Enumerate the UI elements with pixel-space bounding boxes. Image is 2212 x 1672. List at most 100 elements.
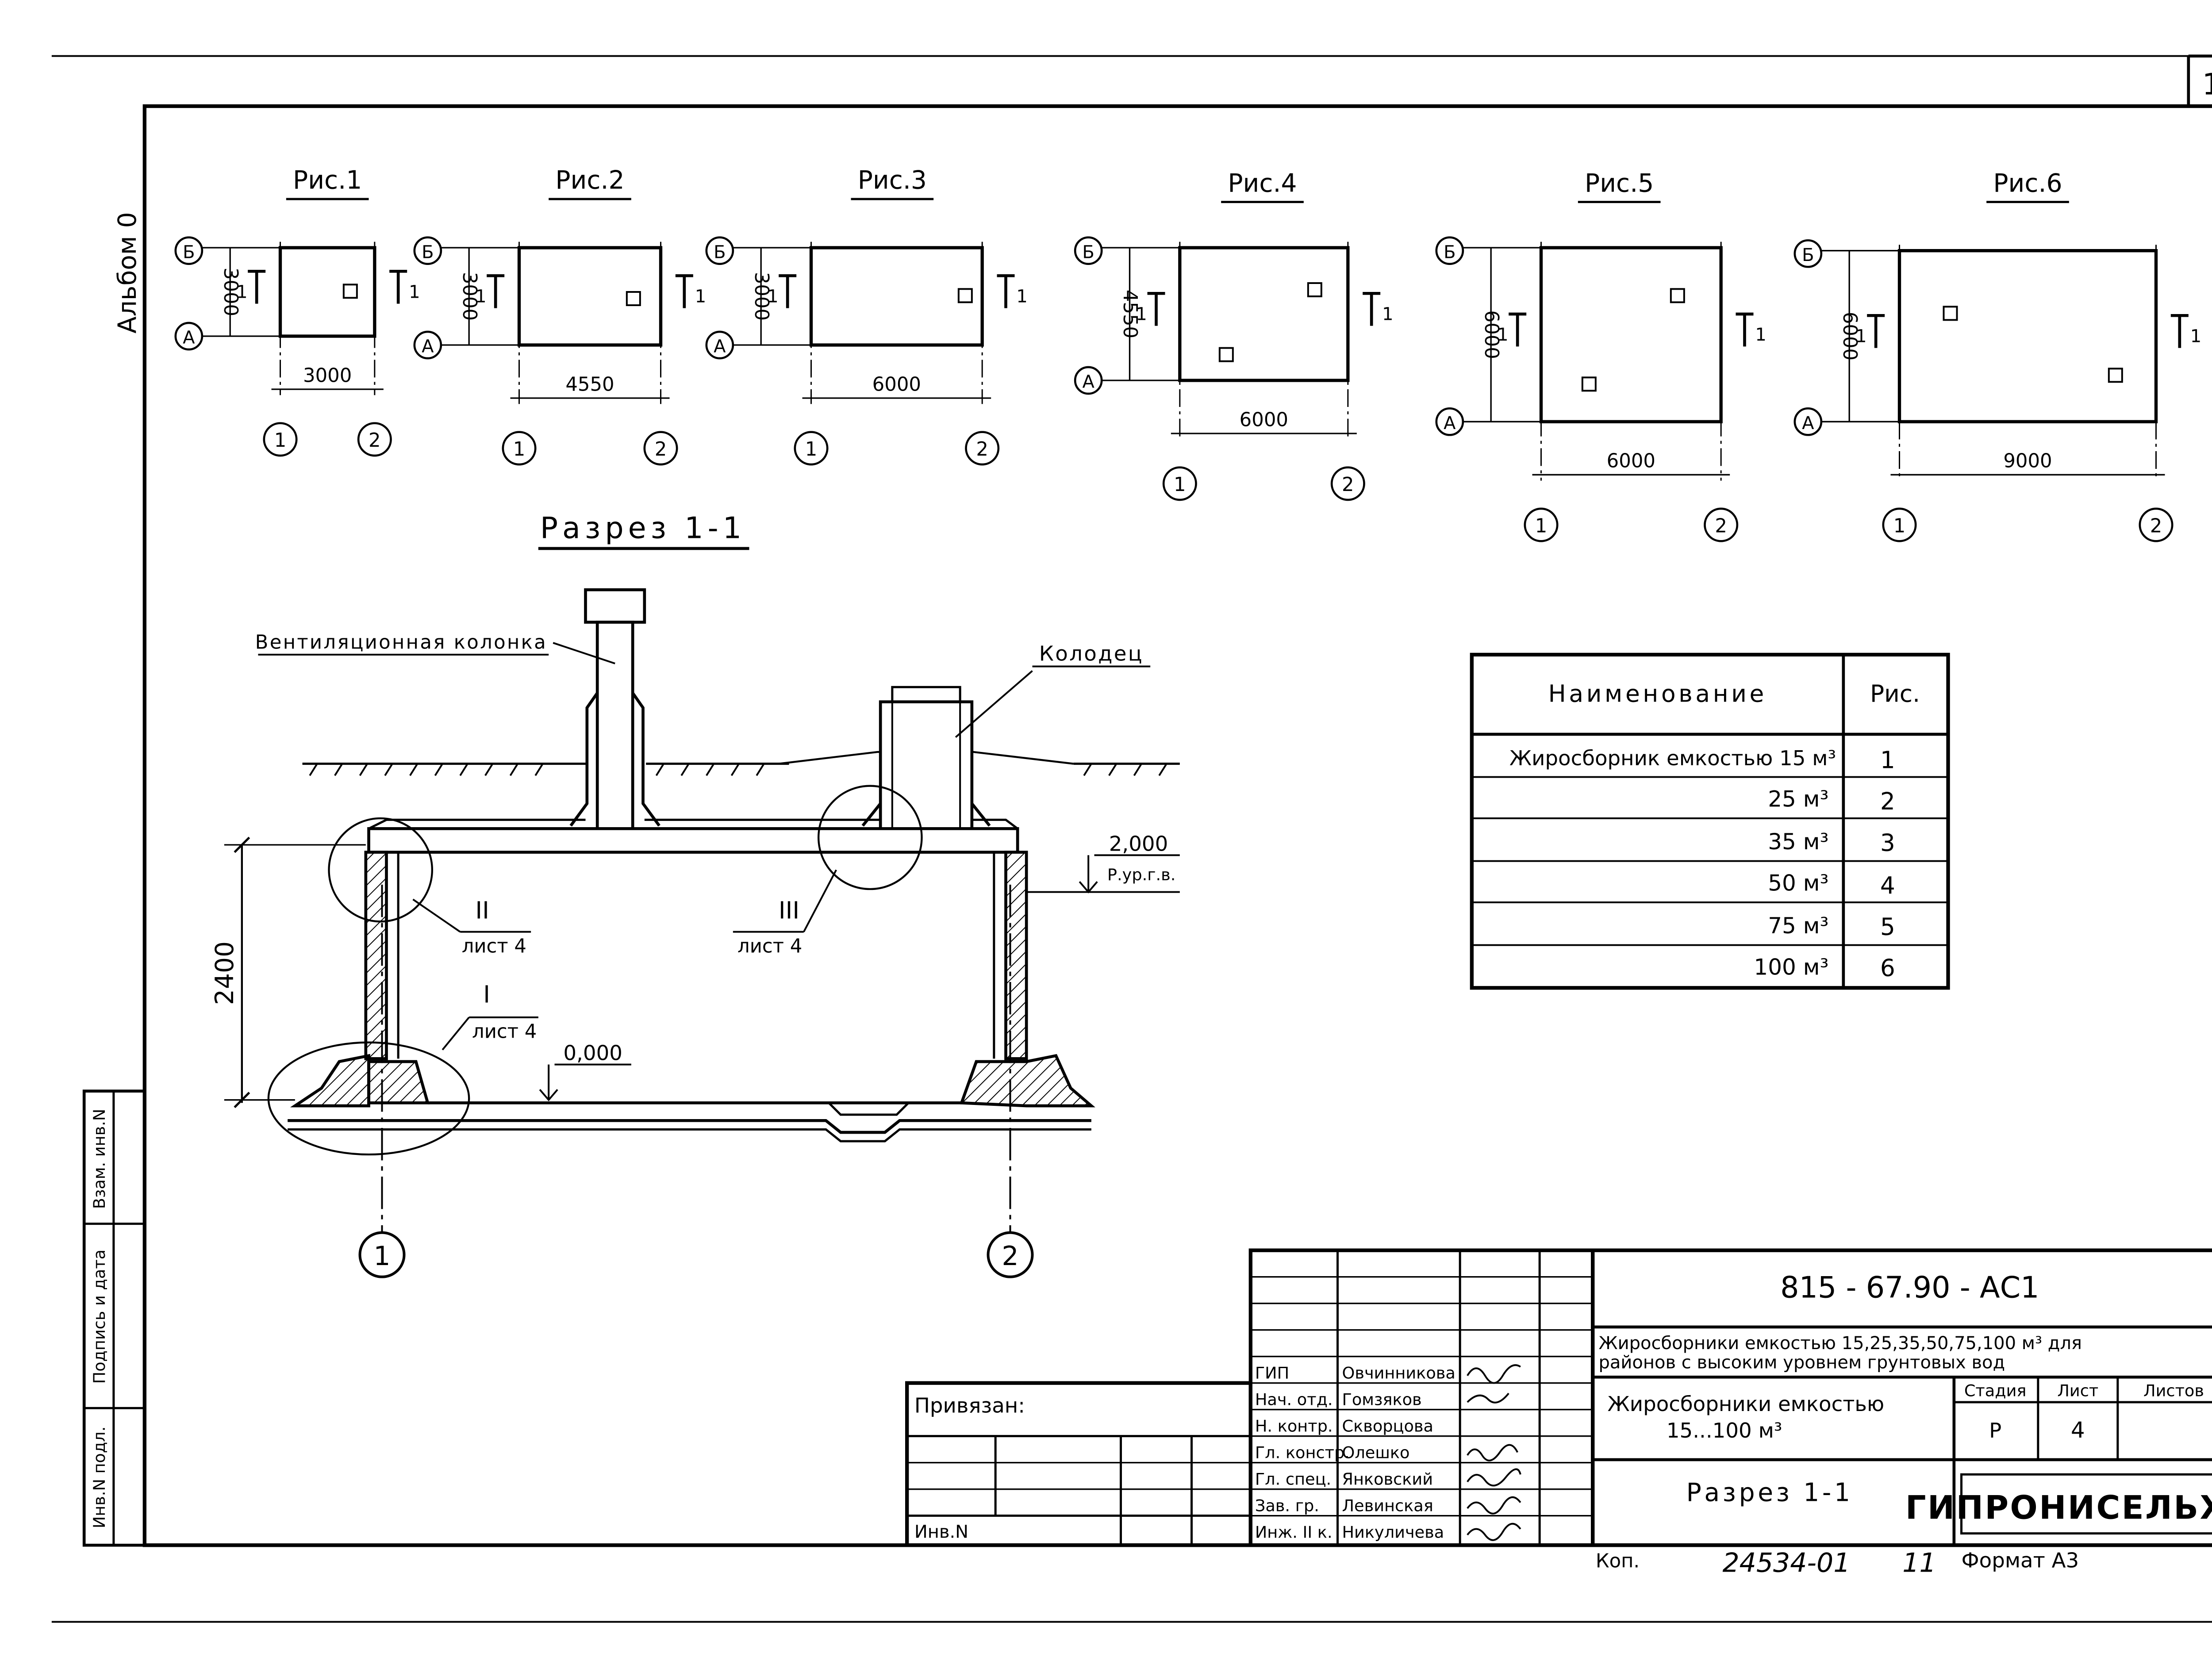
plan-dim-horizontal: 6000 — [872, 373, 921, 395]
row-label: А — [1802, 413, 1814, 433]
row-marker — [705, 330, 734, 360]
row-marker — [1074, 366, 1103, 395]
side-stamp-replace: Взам. инв.N — [90, 1109, 109, 1209]
opening-square — [957, 288, 973, 303]
column-marker — [1524, 507, 1559, 542]
row-marker — [1074, 236, 1103, 265]
plan-outline — [809, 246, 984, 347]
column-label: 1 — [1174, 474, 1186, 496]
column-label: 1 — [1893, 515, 1906, 537]
legend-row-fig: 4 — [1880, 871, 1895, 899]
sign-role: ГИП — [1255, 1364, 1289, 1383]
sign-role: Гл. констр. — [1255, 1443, 1350, 1462]
plan-outline — [1897, 249, 2158, 423]
plan-dim-vertical: 4550 — [1119, 290, 1141, 338]
sign-name: Гомзяков — [1342, 1390, 1422, 1409]
axis-2-label: 2 — [1002, 1241, 1018, 1272]
column-marker — [1882, 507, 1917, 542]
sheets-label: Листов — [2143, 1381, 2204, 1400]
attached-label: Привязан: — [914, 1394, 1025, 1418]
section-mark-label: 1 — [409, 282, 420, 302]
sign-name: Скворцова — [1342, 1417, 1433, 1436]
label-well: Колодец — [1039, 642, 1144, 666]
row-marker — [705, 236, 734, 265]
plan-dim-vertical: 3000 — [458, 272, 480, 321]
row-marker — [413, 330, 442, 360]
axis-1-label: 1 — [373, 1241, 390, 1272]
opening-square — [342, 284, 358, 299]
ground-hatch — [309, 763, 1167, 776]
sheet-value: 4 — [2071, 1417, 2085, 1443]
row-marker — [1435, 407, 1464, 436]
detail-III-sheet: лист 4 — [737, 935, 802, 957]
column-label: 2 — [2150, 515, 2162, 537]
column-label: 1 — [1535, 515, 1548, 537]
column-marker — [643, 431, 678, 466]
sheet-number: 10 — [2202, 67, 2212, 101]
plan-title: Рис.1 — [293, 166, 362, 195]
row-label: Б — [183, 242, 195, 262]
plan-dim-horizontal: 4550 — [565, 373, 614, 395]
column-label: 2 — [369, 430, 381, 452]
section-mark-label: 1 — [1497, 325, 1508, 345]
row-label: Б — [422, 242, 434, 262]
legend-row-fig: 6 — [1880, 954, 1895, 982]
section-mark-label: 1 — [1016, 286, 1027, 307]
column-label: 2 — [1342, 474, 1354, 496]
section-1-1: Разрез 1-1 Вентиляционная колонка — [210, 511, 1180, 1278]
detail-I-mark: I — [483, 981, 490, 1009]
stage-label: Стадия — [1964, 1381, 2027, 1400]
legend-row-fig: 5 — [1880, 913, 1895, 940]
section-mark-label: 1 — [2190, 326, 2201, 346]
stage-value: Р — [1989, 1419, 2001, 1443]
column-marker — [1704, 507, 1739, 542]
opening-square — [1581, 376, 1597, 392]
plan-dim-horizontal: 9000 — [2003, 450, 2052, 472]
plan-outline — [1539, 246, 1723, 424]
opening-square — [1943, 306, 1958, 321]
plan-outline — [1178, 246, 1350, 382]
column-label: 2 — [1715, 515, 1727, 537]
row-marker — [1793, 239, 1823, 268]
section-mark-label: 1 — [1382, 304, 1393, 324]
legend-table: Наименование Рис. Жиросборник емкостью 1… — [1470, 652, 1950, 990]
legend-header-fig: Рис. — [1870, 680, 1920, 708]
copy-number: 24534-01 — [1723, 1547, 1851, 1578]
height-dimension: 2400 — [210, 941, 239, 1005]
opening-square — [2108, 368, 2123, 383]
sign-name: Левинская — [1342, 1496, 1433, 1515]
column-marker — [357, 422, 392, 457]
legend-row-name: 50 м³ — [1768, 870, 1828, 896]
project-line-1: Жиросборники емкостью 15,25,35,50,75,100… — [1599, 1333, 2082, 1354]
copy-label: Коп. — [1596, 1550, 1640, 1572]
sign-role: Инж. II к. — [1255, 1523, 1333, 1542]
legend-row-fig: 2 — [1880, 787, 1895, 815]
plan-title: Рис.4 — [1228, 169, 1297, 198]
row-label: Б — [1082, 242, 1094, 262]
row-label: А — [1444, 413, 1456, 433]
sign-role: Зав. гр. — [1255, 1496, 1319, 1515]
object-line-1: Жиросборники емкостью — [1608, 1392, 1885, 1416]
row-label: А — [422, 337, 434, 357]
section-mark-label: 1 — [1136, 304, 1147, 324]
column-marker — [794, 431, 829, 466]
drawing-name: Разрез 1-1 — [1686, 1478, 1853, 1507]
inv-label: Инв.N — [914, 1522, 968, 1542]
section-mark-label: 1 — [236, 282, 247, 302]
sign-role: Нач. отд. — [1255, 1390, 1333, 1409]
object-line-2: 15...100 м³ — [1667, 1419, 1782, 1443]
sheet-label: Лист — [2057, 1381, 2098, 1400]
column-marker — [502, 431, 537, 466]
plan-dim-horizontal: 3000 — [303, 364, 352, 387]
sign-name: Янковский — [1342, 1470, 1433, 1489]
row-marker — [413, 236, 442, 265]
row-marker — [174, 322, 204, 351]
plan-title: Рис.5 — [1585, 169, 1654, 198]
sign-name: Никуличева — [1342, 1523, 1444, 1542]
column-label: 1 — [513, 438, 526, 460]
detail-III-mark: III — [779, 897, 799, 924]
sign-name: Олешко — [1342, 1443, 1410, 1462]
legend-row-fig: 1 — [1880, 746, 1895, 774]
plan-outline — [278, 246, 376, 338]
